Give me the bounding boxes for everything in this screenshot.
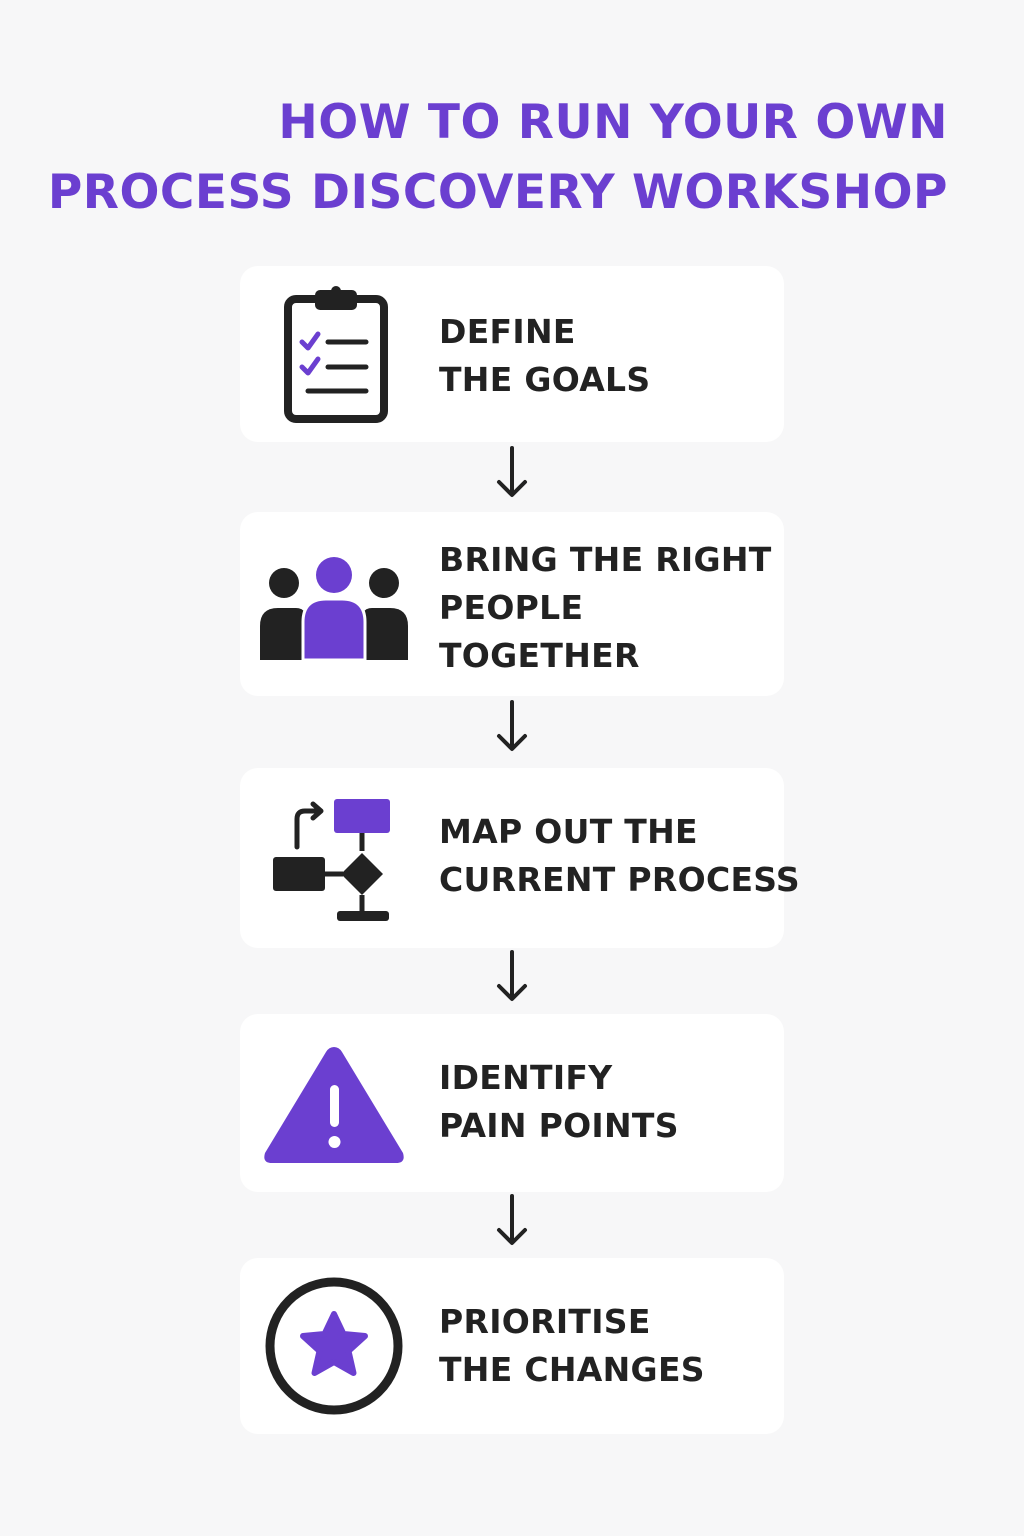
step-card-map-process: MAP OUT THE CURRENT PROCESS (240, 768, 800, 948)
down-arrow-icon (497, 700, 527, 751)
step-label: MAP OUT THE CURRENT PROCESS (439, 808, 800, 904)
step-label-line: THE CHANGES (439, 1350, 705, 1389)
step-card-pain-points: IDENTIFY PAIN POINTS (240, 1014, 784, 1192)
star-circle-icon (254, 1276, 414, 1416)
step-label-line: PAIN POINTS (439, 1106, 679, 1145)
step-label: DEFINE THE GOALS (439, 308, 650, 404)
title-line-2: PROCESS DISCOVERY WORKSHOP (47, 165, 948, 220)
clipboard-checklist-icon (254, 284, 414, 424)
down-arrow-icon (497, 950, 527, 1001)
step-label: BRING THE RIGHT PEOPLE TOGETHER (439, 536, 772, 680)
people-group-icon (254, 534, 414, 674)
step-label-line: IDENTIFY (439, 1058, 613, 1097)
step-label-line: PRIORITISE (439, 1302, 651, 1341)
title-line-1: HOW TO RUN YOUR OWN (278, 95, 948, 150)
flowchart-icon (254, 788, 414, 928)
step-label-line: THE GOALS (439, 360, 651, 399)
step-label-line: MAP OUT THE (439, 812, 698, 851)
step-label-line: DEFINE (439, 312, 576, 351)
step-card-prioritise: PRIORITISE THE CHANGES (240, 1258, 784, 1434)
step-label-line: PEOPLE (439, 588, 584, 627)
step-label-line: TOGETHER (439, 636, 640, 675)
step-label: IDENTIFY PAIN POINTS (439, 1054, 679, 1150)
step-card-define-goals: DEFINE THE GOALS (240, 266, 784, 442)
page-title: HOW TO RUN YOUR OWN PROCESS DISCOVERY WO… (48, 88, 948, 228)
down-arrow-icon (497, 446, 527, 497)
step-label-line: BRING THE RIGHT (439, 540, 772, 579)
step-card-bring-people: BRING THE RIGHT PEOPLE TOGETHER (240, 512, 784, 696)
down-arrow-icon (497, 1194, 527, 1245)
warning-triangle-icon (254, 1034, 414, 1174)
step-label: PRIORITISE THE CHANGES (439, 1298, 705, 1394)
step-label-line: CURRENT PROCESS (439, 860, 800, 899)
